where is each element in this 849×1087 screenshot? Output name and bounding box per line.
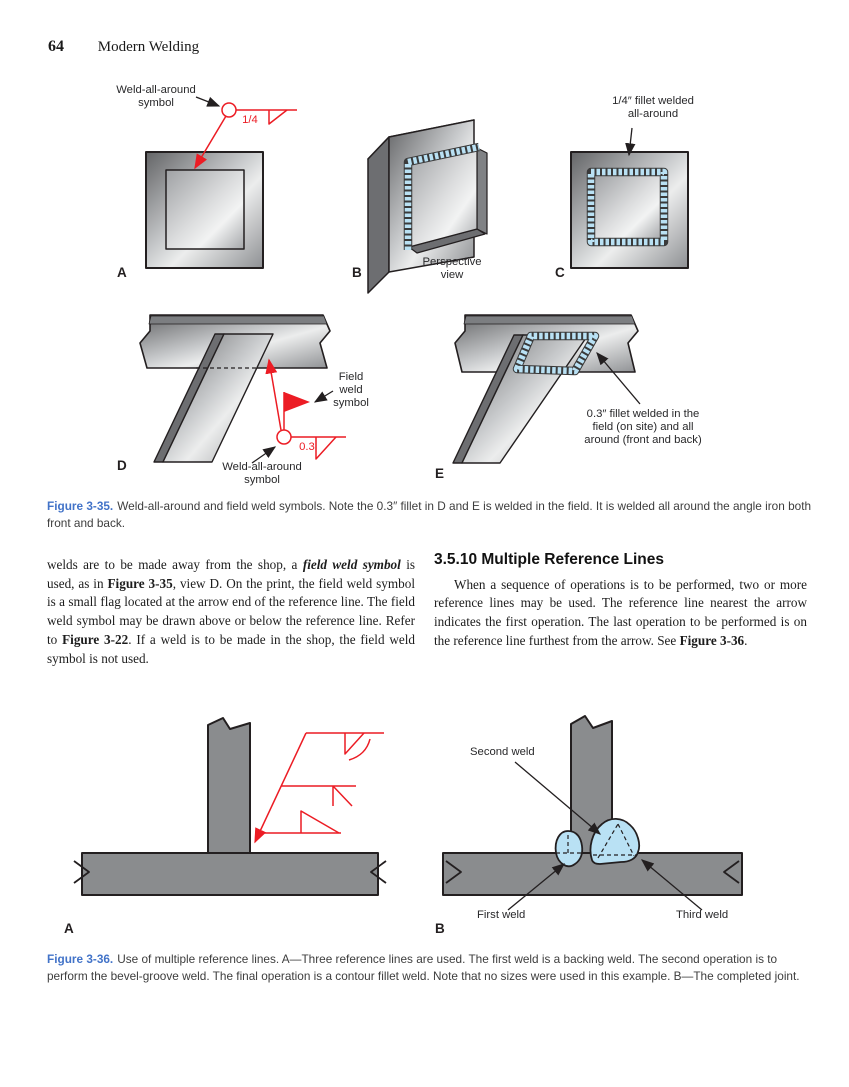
- caption-text: Use of multiple reference lines. A—Three…: [47, 952, 800, 983]
- label-arrow: [514, 761, 601, 835]
- label-weld-all-around-a: Weld-all-around symbol: [116, 84, 196, 109]
- text-run: When a sequence of operations is to be p…: [434, 576, 807, 648]
- text-run: . If a weld is to be made in the shop, t…: [47, 631, 415, 666]
- break-mark: [370, 860, 387, 884]
- text-run: , view D. On the print, the field weld s…: [47, 575, 415, 647]
- vertical-plate: [207, 717, 251, 854]
- view-letter-b: B: [352, 265, 362, 280]
- view-letter-b2: B: [435, 921, 445, 936]
- label-arrow: [195, 96, 221, 107]
- figure-reference: Figure 3-36: [679, 632, 745, 648]
- weld-hidden-lines: [556, 823, 637, 859]
- label-arrow: [251, 446, 277, 464]
- paragraph: welds are to be made away from the shop,…: [47, 556, 415, 668]
- caption-text: Weld-all-around and field weld symbols. …: [47, 499, 812, 530]
- page-number: 64: [48, 38, 64, 55]
- break-mark: [73, 860, 90, 884]
- paragraph: When a sequence of operations is to be p…: [434, 576, 807, 651]
- view-letter-c: C: [555, 265, 565, 280]
- fig36-diagram-b: [442, 715, 743, 911]
- body-left-column: welds are to be made away from the shop,…: [47, 556, 415, 668]
- figure-3-36-caption: Figure 3-36.Use of multiple reference li…: [47, 951, 815, 984]
- label-arrow: [507, 863, 566, 911]
- label-second-weld: Second weld: [470, 746, 535, 758]
- fig36-diagram-a: [73, 717, 387, 896]
- book-title: Modern Welding: [97, 39, 200, 55]
- view-letter-d: D: [117, 458, 127, 473]
- label-perspective-view: Perspective view: [422, 256, 482, 281]
- bevel-symbol: [332, 785, 353, 807]
- fig35-diagram-b: [367, 119, 488, 294]
- body-right-column: 3.5.10 Multiple Reference Lines When a s…: [434, 551, 807, 651]
- label-arrow: [641, 859, 703, 911]
- weld-bead-b: [403, 142, 480, 250]
- view-letter-e: E: [435, 466, 445, 481]
- fig35-diagram-d: [139, 314, 346, 464]
- break-mark: [723, 860, 740, 884]
- label-size-a: 1/4: [242, 114, 258, 126]
- fig35-diagram-a: [145, 96, 297, 269]
- weld-symbol-d: [265, 358, 346, 460]
- fig35-diagram-e: [452, 314, 641, 464]
- text-run: welds are to be made away from the shop,…: [47, 557, 303, 572]
- view-letter-a: A: [117, 265, 127, 280]
- figure-reference: Figure 3-35: [107, 575, 173, 591]
- text-run: is used, as in: [47, 557, 415, 591]
- page-header: 64 Modern Welding: [48, 38, 199, 56]
- label-arrow: [596, 352, 641, 405]
- label-size-d: 0.3: [299, 441, 315, 453]
- label-fillet-c: 1/4″ fillet welded all-around: [612, 95, 694, 120]
- field-weld-flag: [284, 392, 310, 412]
- text-run: .: [744, 632, 748, 648]
- horizontal-plate: [81, 852, 379, 896]
- view-letter-a2: A: [64, 921, 74, 936]
- backing-weld-symbol: [300, 810, 340, 834]
- caption-label: Figure 3-36.: [47, 952, 114, 966]
- text-run-bold-italic: field weld symbol: [302, 557, 401, 572]
- label-field-weld-symbol: Field weld symbol: [333, 371, 369, 409]
- multiple-reference-lines-symbol: [254, 732, 384, 844]
- label-first-weld: First weld: [477, 909, 526, 921]
- first-weld-bead: [554, 830, 584, 868]
- label-arrow: [625, 127, 636, 157]
- label-weld-all-around-d: Weld-all-around symbol: [222, 461, 302, 486]
- figure-3-35-graphics: [139, 96, 689, 464]
- weld-bead-c: [586, 167, 669, 247]
- label-arrow: [313, 390, 334, 403]
- figure-3-36-graphics: [73, 715, 743, 911]
- contour-symbol: [348, 738, 371, 761]
- weld-symbol-a: [194, 102, 297, 170]
- figure-reference: Figure 3-22: [62, 631, 129, 647]
- break-mark: [445, 860, 462, 884]
- label-fillet-e: 0.3″ fillet welded in the field (on site…: [584, 408, 702, 446]
- weld-bead-e: [512, 331, 600, 376]
- section-heading: 3.5.10 Multiple Reference Lines: [434, 551, 665, 568]
- fig35-diagram-c: [570, 127, 689, 269]
- label-third-weld: Third weld: [676, 909, 729, 921]
- figure-3-35-caption: Figure 3-35.Weld-all-around and field we…: [47, 498, 815, 531]
- caption-label: Figure 3-35.: [47, 499, 114, 513]
